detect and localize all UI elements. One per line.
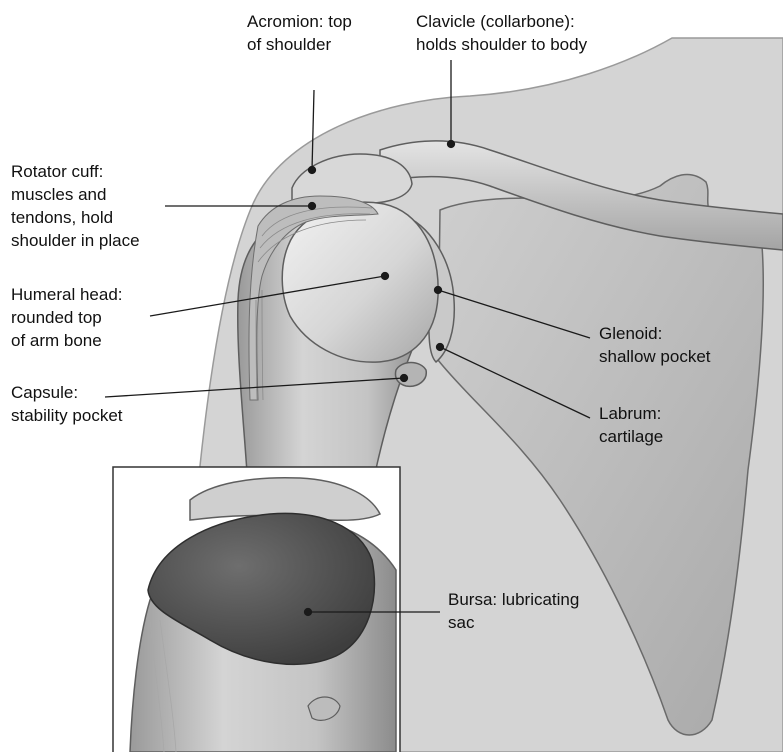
label-acromion: Acromion: top of shoulder — [247, 12, 352, 54]
leader-glenoid-dot — [435, 287, 442, 294]
leader-acromion-dot — [309, 167, 316, 174]
label-humeral-head-line-2: rounded top — [11, 308, 102, 327]
label-clavicle-line-2: holds shoulder to body — [416, 35, 588, 54]
label-labrum-line-2: cartilage — [599, 427, 663, 446]
label-bursa-line-2: sac — [448, 613, 475, 632]
label-rotator-cuff-line-2: muscles and — [11, 185, 106, 204]
label-capsule: Capsule: stability pocket — [11, 383, 123, 425]
label-humeral-head-line-3: of arm bone — [11, 331, 102, 350]
label-glenoid-line-2: shallow pocket — [599, 347, 711, 366]
leader-rotator-cuff-dot — [309, 203, 316, 210]
label-rotator-cuff: Rotator cuff: muscles and tendons, hold … — [11, 162, 140, 250]
label-acromion-line-2: of shoulder — [247, 35, 331, 54]
label-rotator-cuff-line-1: Rotator cuff: — [11, 162, 103, 181]
label-capsule-line-2: stability pocket — [11, 406, 123, 425]
leader-bursa-dot — [305, 609, 312, 616]
leader-humeral-head-dot — [382, 273, 389, 280]
label-humeral-head: Humeral head: rounded top of arm bone — [11, 285, 123, 350]
label-clavicle: Clavicle (collarbone): holds shoulder to… — [416, 12, 588, 54]
bursa-inset — [113, 467, 438, 752]
leader-clavicle-dot — [448, 141, 455, 148]
capsule — [395, 363, 426, 387]
label-bursa-line-1: Bursa: lubricating — [448, 590, 579, 609]
label-glenoid-line-1: Glenoid: — [599, 324, 662, 343]
leader-labrum-dot — [437, 344, 444, 351]
leader-capsule-dot — [401, 375, 408, 382]
label-clavicle-line-1: Clavicle (collarbone): — [416, 12, 575, 31]
label-labrum-line-1: Labrum: — [599, 404, 661, 423]
label-rotator-cuff-line-3: tendons, hold — [11, 208, 113, 227]
label-capsule-line-1: Capsule: — [11, 383, 78, 402]
label-acromion-line-1: Acromion: top — [247, 12, 352, 31]
label-rotator-cuff-line-4: shoulder in place — [11, 231, 140, 250]
label-humeral-head-line-1: Humeral head: — [11, 285, 123, 304]
